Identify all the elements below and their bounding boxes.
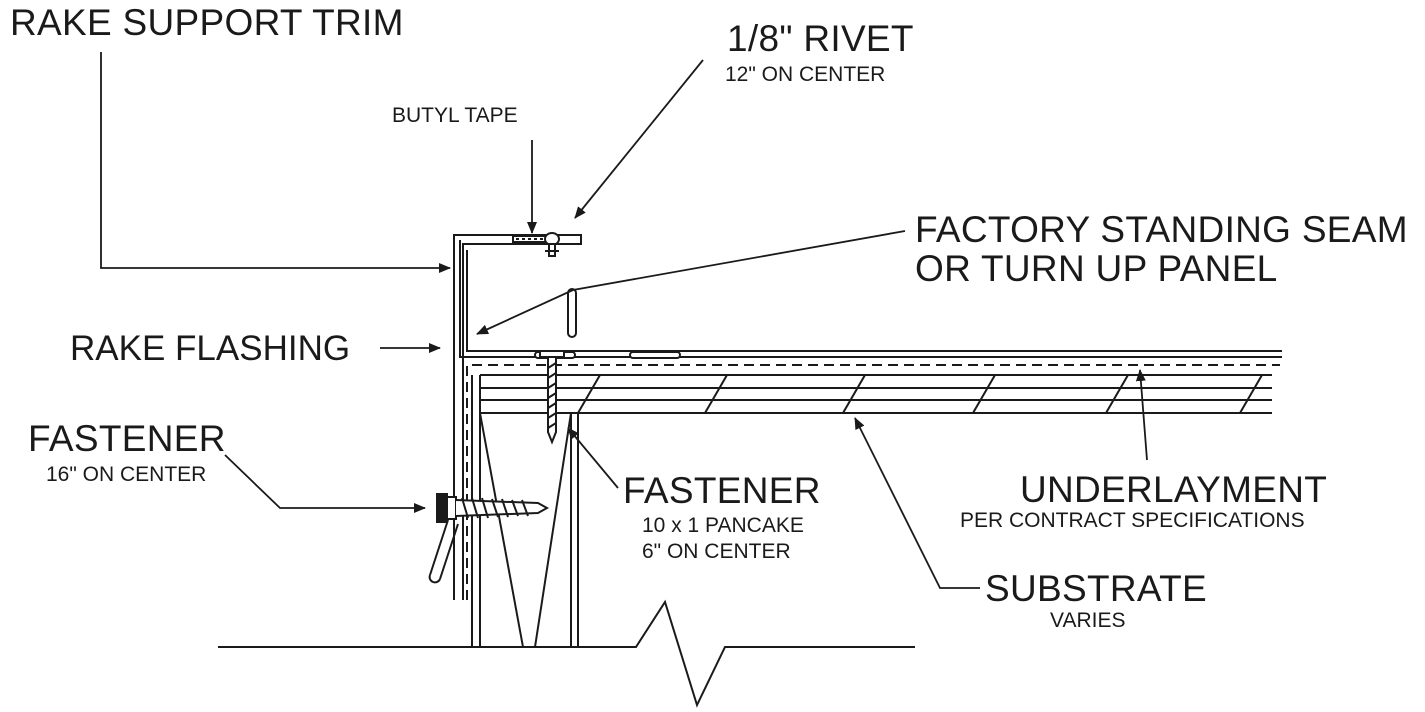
fastener-right-spacing-label: 6" ON CENTER	[642, 540, 791, 563]
rake-flashing-hem	[428, 519, 459, 584]
rake-flashing-label: RAKE FLASHING	[70, 329, 351, 368]
leader-fastener-right	[567, 427, 619, 489]
fastener-left-spacing-label: 16" ON CENTER	[46, 463, 207, 486]
underlayment-line	[466, 364, 1280, 600]
ground-break-line	[218, 599, 915, 708]
rivet	[544, 232, 560, 257]
panel-label-line1: FACTORY STANDING SEAM	[915, 209, 1408, 250]
rivet-label: 1/8" RIVET	[727, 18, 914, 59]
fastener-left-label: FASTENER	[28, 418, 226, 459]
leader-standing-seam	[476, 230, 906, 335]
rake-support-trim-label: RAKE SUPPORT TRIM	[10, 2, 404, 43]
substrate-layers	[480, 374, 1272, 414]
underlayment-note-label: PER CONTRACT SPECIFICATIONS	[960, 509, 1305, 532]
fastener-right-label: FASTENER	[623, 470, 821, 511]
leader-underlayment	[1135, 369, 1148, 461]
pancake-fastener	[539, 350, 565, 445]
leader-rivet	[574, 59, 704, 219]
panel-seam-leg	[567, 288, 577, 338]
rake-support-trim	[453, 234, 582, 600]
butyl-tape-label: BUTYL TAPE	[392, 104, 518, 127]
rivet-spacing-label: 12" ON CENTER	[725, 63, 886, 86]
leader-substrate	[854, 417, 980, 589]
side-fastener	[436, 493, 550, 523]
substrate-label: SUBSTRATE	[985, 568, 1207, 609]
underlayment-label: UNDERLAYMENT	[1020, 469, 1328, 510]
panel-tab	[629, 351, 681, 359]
panel-label-line2: OR TURN UP PANEL	[915, 248, 1278, 289]
leader-rake-support-trim	[100, 52, 451, 273]
leader-fastener-left	[224, 454, 426, 513]
roof-panel	[459, 240, 1282, 358]
substrate-note-label: VARIES	[1050, 609, 1126, 632]
fastener-right-type-label: 10 x 1 PANCAKE	[642, 514, 804, 537]
